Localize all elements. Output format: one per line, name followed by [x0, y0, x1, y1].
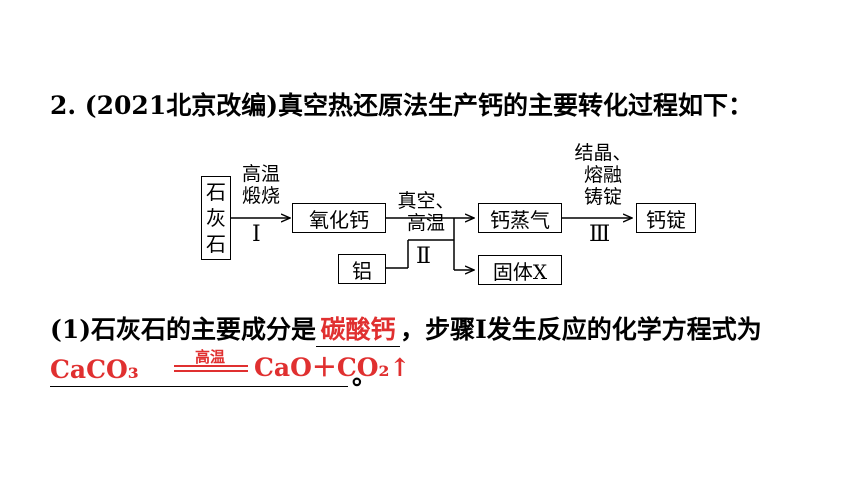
box-limestone: 石 灰 石: [201, 176, 231, 260]
limestone-char-1: 石: [206, 180, 226, 204]
limestone-char-2: 灰: [206, 206, 226, 230]
answer-blank-1[interactable]: 碳酸钙: [316, 310, 401, 347]
box-ca-vapor: 钙蒸气: [478, 203, 562, 233]
cond-1: 高温 煅烧: [236, 163, 286, 207]
answer-1: 碳酸钙: [320, 315, 396, 344]
limestone-char-3: 石: [206, 232, 226, 256]
equation-bar-bottom: [174, 370, 248, 372]
cond-1-line1: 高温: [241, 163, 280, 185]
cond-3: 结晶、 熔融 铸锭: [568, 142, 638, 208]
answer-blank-2[interactable]: CaCO₃ 高温 CaO＋CO₂↑: [50, 346, 410, 387]
box-cao: 氧化钙: [292, 203, 386, 233]
box-al: 铝: [338, 254, 386, 284]
equation-bar-top: [174, 365, 248, 367]
step-1-label: Ⅰ: [252, 222, 261, 247]
box-ca-ingot: 钙锭: [636, 203, 696, 233]
cond-3-line2: 熔融: [583, 164, 622, 186]
cond-2: 真空、 高温: [390, 190, 462, 234]
equation-condition: 高温: [195, 348, 226, 366]
cond-1-line2: 煅烧: [241, 185, 280, 207]
equation-left: CaCO₃: [50, 355, 139, 384]
part1-line: (1)石灰石的主要成分是碳酸钙，步骤Ⅰ发生反应的化学方程式为: [50, 310, 762, 347]
part1-end: 。: [352, 361, 378, 390]
part1-prefix: (1)石灰石的主要成分是: [50, 315, 317, 344]
cond-3-line3: 铸锭: [583, 186, 622, 208]
part1-mid: ，步骤Ⅰ发生反应的化学方程式为: [400, 315, 762, 344]
question-title: 2. (2021北京改编)真空热还原法生产钙的主要转化过程如下：: [50, 91, 754, 120]
step-2-label: Ⅱ: [416, 244, 431, 269]
step-3-label: Ⅲ: [589, 222, 611, 247]
cond-2-line1: 真空、: [397, 190, 455, 212]
equation-right: CaO＋CO₂↑: [254, 353, 411, 382]
cond-2-line2: 高温: [406, 212, 445, 234]
box-solid-x: 固体X: [478, 255, 562, 285]
cond-3-line1: 结晶、: [574, 142, 632, 164]
